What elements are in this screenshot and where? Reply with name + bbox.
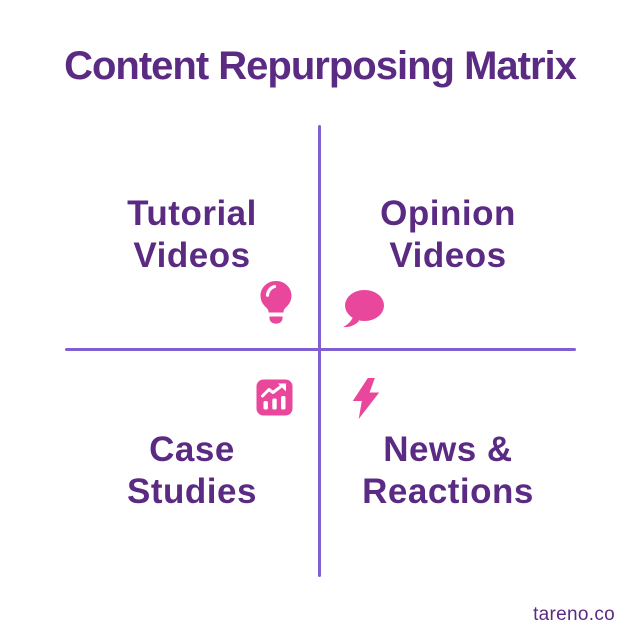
quadrant-label-opinion-videos: Opinion Videos	[380, 194, 516, 275]
speech-bubble-icon	[340, 288, 386, 328]
matrix-vertical-axis	[318, 125, 321, 577]
lightning-bolt-icon	[352, 378, 380, 419]
quadrant-label-tutorial-videos: Tutorial Videos	[127, 194, 257, 275]
quadrant-label-case-studies: Case Studies	[127, 430, 257, 511]
lightbulb-icon	[256, 280, 296, 328]
page-title: Content Repurposing Matrix	[64, 44, 577, 88]
quadrant-label-news-reactions: News & Reactions	[362, 430, 534, 511]
watermark-tareno: tareno.co	[533, 604, 615, 625]
bar-chart-icon	[256, 379, 293, 416]
matrix-horizontal-axis	[65, 348, 576, 351]
